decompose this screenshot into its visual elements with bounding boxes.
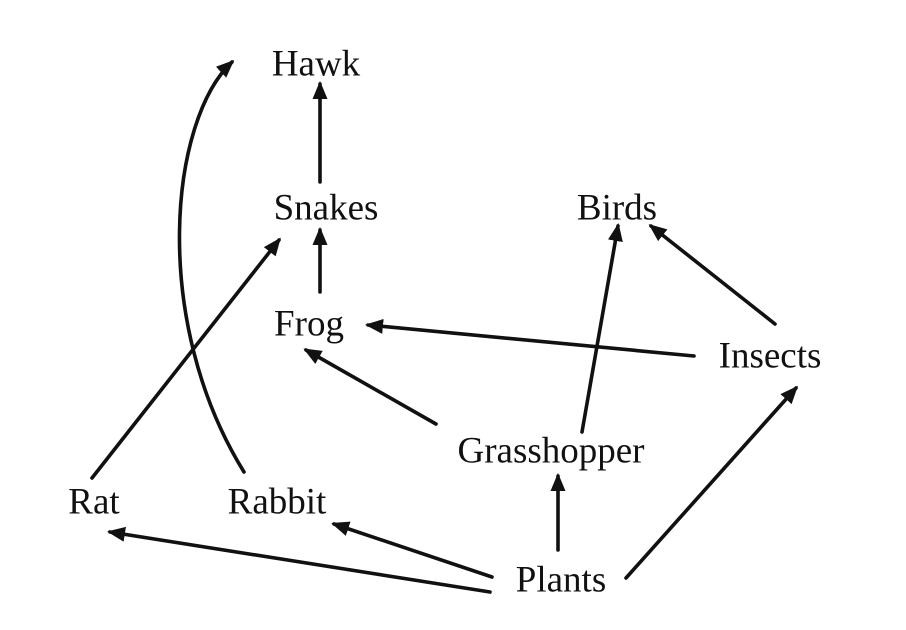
node-snakes: Snakes xyxy=(273,187,379,229)
arrow-rabbit-to-hawk xyxy=(177,59,246,474)
arrow-grasshopper-to-frog xyxy=(303,348,438,426)
node-grasshopper: Grasshopper xyxy=(457,430,645,472)
node-birds: Birds xyxy=(576,187,658,229)
arrow-plants-to-rabbit xyxy=(331,521,494,579)
arrow-plants-to-insects xyxy=(624,385,799,580)
arrow-insects-to-frog xyxy=(365,318,696,358)
node-plants: Plants xyxy=(515,559,607,601)
node-rat: Rat xyxy=(68,481,120,523)
node-rabbit: Rabbit xyxy=(227,481,327,523)
node-insects: Insects xyxy=(718,335,822,377)
node-frog: Frog xyxy=(274,303,344,345)
arrow-rat-to-snakes xyxy=(90,237,281,480)
arrow-plants-to-rat xyxy=(107,526,492,594)
arrow-insects-to-birds xyxy=(648,224,777,326)
node-hawk: Hawk xyxy=(271,43,361,85)
arrow-grasshopper-to-birds xyxy=(580,223,623,434)
